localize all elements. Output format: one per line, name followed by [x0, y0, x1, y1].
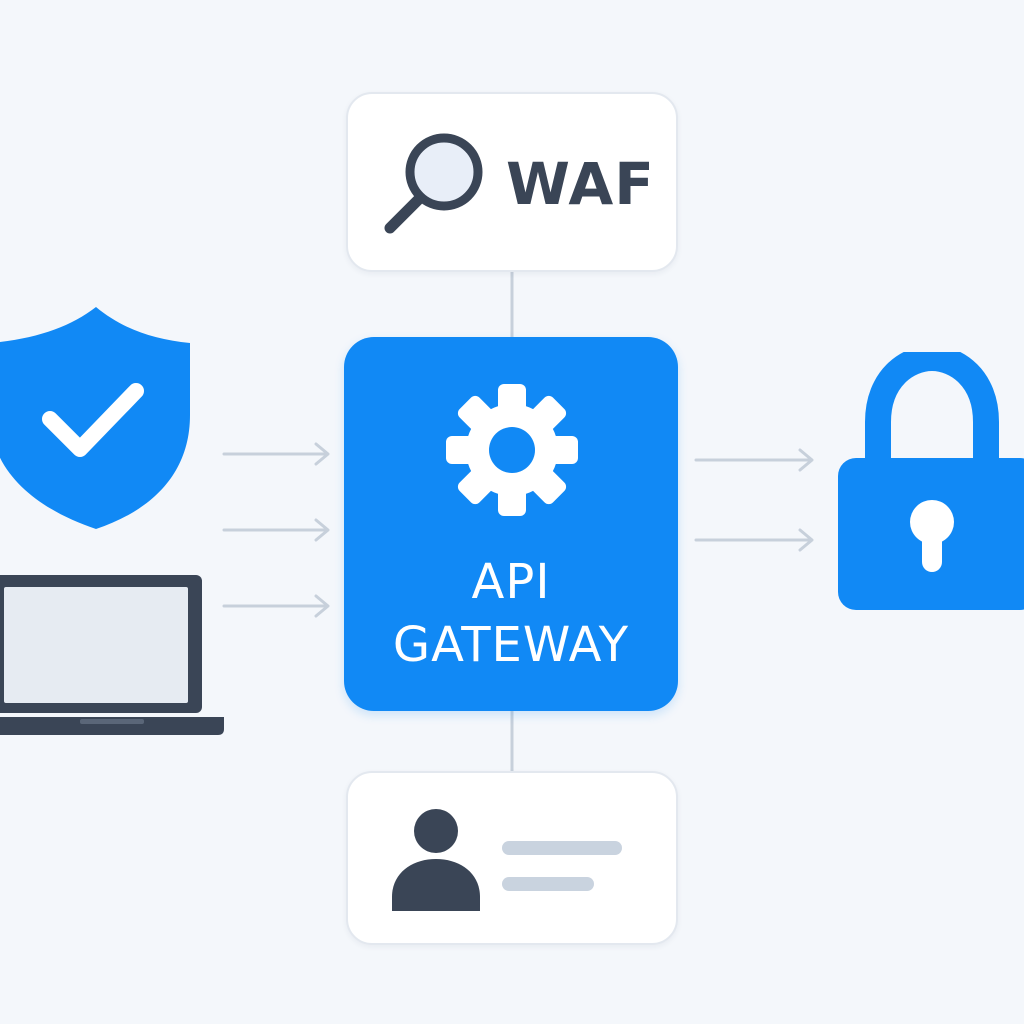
shield-check-icon: [0, 307, 190, 529]
gateway-title-line1: API: [471, 554, 551, 610]
waf-card: WAF: [346, 92, 678, 272]
gateway-title-line2: GATEWAY: [392, 617, 630, 673]
laptop-icon: [0, 575, 224, 735]
arrow-in-1: [222, 442, 330, 466]
api-gateway-box: [344, 337, 678, 711]
arrow-in-3: [222, 594, 330, 618]
user-icon: [392, 809, 480, 911]
info-line: [502, 841, 622, 855]
search-icon: [384, 133, 483, 234]
arrow-out-2: [694, 528, 814, 552]
arrow-in-2: [222, 518, 330, 542]
info-line: [502, 877, 594, 891]
gear-icon: [446, 384, 578, 516]
user-identity-card: [346, 771, 678, 945]
waf-label: WAF: [506, 150, 655, 218]
arrow-out-1: [694, 448, 814, 472]
lock-icon: [838, 352, 1024, 610]
